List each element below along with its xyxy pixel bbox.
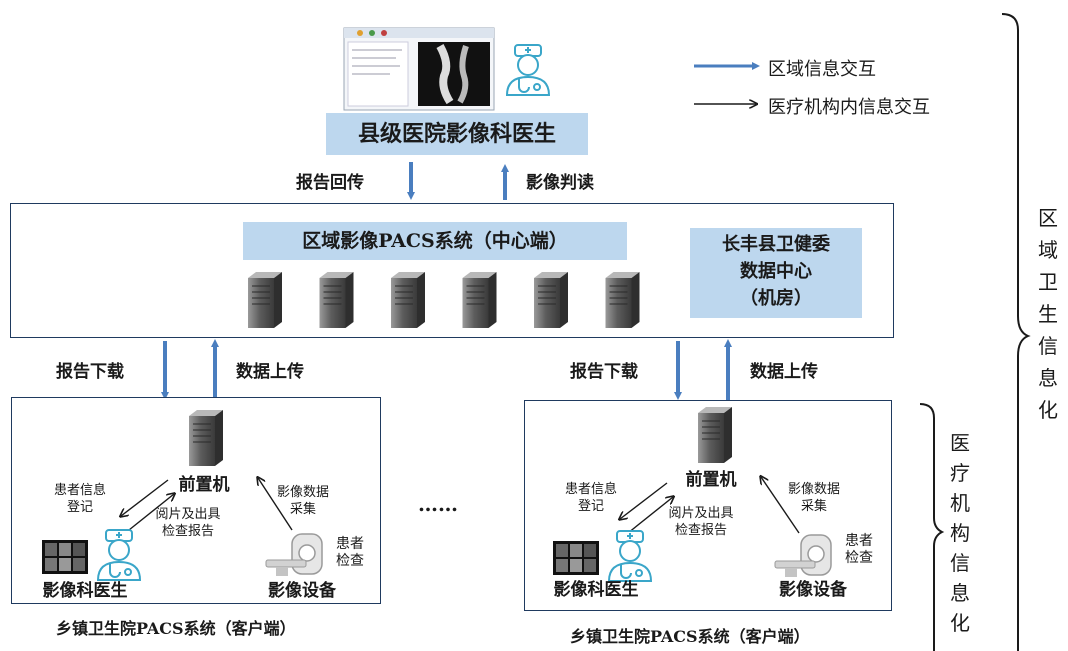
right-report-arrow-icon — [620, 482, 668, 519]
center-server-icon — [462, 271, 497, 329]
right-data-upload-label: 数据上传 — [750, 362, 818, 382]
vertical-char: 信 — [1038, 334, 1058, 358]
left-front-machine-icon — [188, 409, 224, 467]
ellipsis: …… — [418, 492, 458, 516]
left-clinic-system-label: 乡镇卫生院PACS系统（客户端） — [56, 619, 296, 638]
right-collect-arrow-icon — [761, 477, 800, 534]
regional-brace-icon — [1001, 13, 1031, 651]
right-equipment-label: 影像设备 — [779, 580, 847, 600]
center-server-icon — [319, 271, 354, 329]
report-return-label: 报告回传 — [296, 173, 364, 193]
vertical-char: 息 — [1038, 366, 1058, 390]
legend-regional-label: 区域信息交互 — [768, 59, 876, 80]
center-server-icon — [247, 271, 283, 329]
left-xray-icon — [42, 540, 88, 574]
vertical-char: 生 — [1038, 302, 1058, 326]
right-clinic-frame: 前置机 患者信息 登记 阅片及出具 检查报告 影像数据 采集 患者 检查 影像科… — [524, 400, 892, 611]
regional-pacs-title-box: 区域影像PACS系统（中心端） — [243, 222, 627, 260]
vertical-char: 构 — [950, 521, 970, 545]
vertical-char: 疗 — [950, 461, 970, 485]
left-clinic-graphics — [42, 409, 323, 581]
regional-informatization-label: 区域卫生信息化 — [1036, 202, 1060, 426]
institution-informatization-label: 医疗机构信息化 — [948, 428, 972, 638]
right-front-machine-label: 前置机 — [685, 470, 737, 490]
right-read-report-label: 阅片及出具 检查报告 — [668, 506, 734, 538]
right-front-machine-icon — [697, 406, 733, 464]
left-doctor-icon — [97, 529, 141, 581]
left-data-upload-label: 数据上传 — [236, 362, 304, 382]
legend-internal-label: 医疗机构内信息交互 — [768, 97, 930, 118]
left-scanner-icon — [265, 533, 323, 577]
county-radiologist-box: 县级医院影像科医生 — [326, 113, 588, 155]
right-scanner-icon — [774, 534, 832, 578]
right-patient-exam-label: 患者 检查 — [845, 533, 873, 566]
center-server-icon — [390, 271, 426, 329]
left-read-report-label: 阅片及出具 检查报告 — [155, 507, 221, 539]
datacenter-box: 长丰县卫健委 数据中心 （机房） — [690, 228, 862, 318]
left-image-collect-label: 影像数据 采集 — [276, 485, 329, 517]
left-equipment-label: 影像设备 — [268, 581, 336, 601]
center-server-icon — [605, 271, 640, 329]
vertical-char: 信 — [950, 551, 970, 575]
right-register-arrow-icon — [627, 497, 673, 534]
vertical-char: 机 — [950, 491, 970, 515]
image-read-label: 影像判读 — [526, 173, 594, 193]
left-patient-info-label: 患者信息 登记 — [53, 483, 106, 515]
vertical-char: 化 — [1038, 398, 1058, 422]
datacenter-line-2: 数据中心 — [740, 261, 812, 282]
right-image-collect-label: 影像数据 采集 — [787, 482, 840, 514]
right-doctor-icon — [608, 530, 652, 582]
vertical-char: 域 — [1038, 238, 1058, 262]
left-register-arrow-icon — [128, 494, 174, 531]
center-server-icon — [533, 271, 569, 329]
vertical-char: 息 — [950, 581, 970, 605]
vertical-char: 化 — [950, 611, 970, 635]
right-report-download-label: 报告下载 — [570, 362, 638, 382]
vertical-char: 卫 — [1038, 270, 1058, 294]
right-clinic-system-label: 乡镇卫生院PACS系统（客户端） — [570, 627, 810, 646]
county-screenshot — [343, 27, 495, 111]
vertical-char: 区 — [1038, 206, 1058, 230]
left-front-machine-label: 前置机 — [178, 475, 230, 495]
right-xray-icon — [553, 541, 599, 575]
regional-pacs-title: 区域影像PACS系统（中心端） — [302, 230, 568, 252]
institution-brace-icon — [919, 403, 945, 651]
left-report-arrow-icon — [121, 479, 169, 516]
left-patient-exam-label: 患者 检查 — [336, 536, 364, 569]
left-radiologist-label: 影像科医生 — [42, 581, 128, 601]
county-title: 县级医院影像科医生 — [357, 121, 556, 147]
right-radiologist-label: 影像科医生 — [553, 580, 639, 600]
vertical-char: 医 — [950, 431, 970, 455]
datacenter-line-3: （机房） — [740, 288, 812, 309]
datacenter-line-1: 长丰县卫健委 — [722, 234, 830, 255]
right-clinic-graphics — [553, 406, 832, 582]
left-report-download-label: 报告下载 — [56, 362, 124, 382]
left-clinic-frame: 前置机 患者信息 登记 阅片及出具 检查报告 影像数据 采集 患者 检查 影像科… — [11, 397, 381, 604]
left-collect-arrow-icon — [258, 478, 293, 531]
right-patient-info-label: 患者信息 登记 — [564, 482, 617, 514]
